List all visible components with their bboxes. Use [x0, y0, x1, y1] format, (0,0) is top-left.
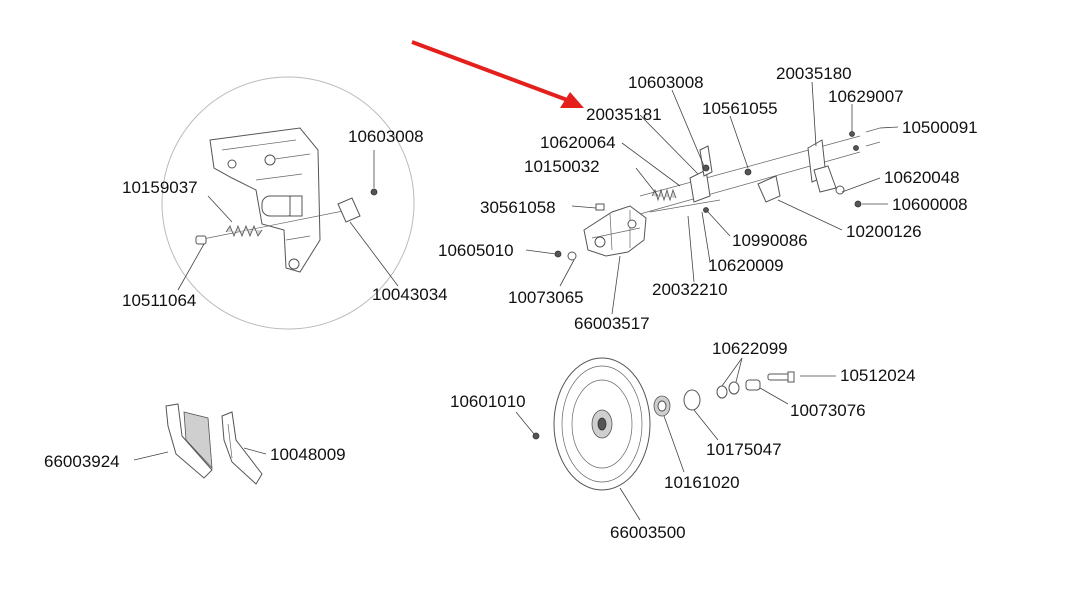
label-10620064: 10620064 [540, 133, 616, 152]
label-10603008-inset: 10603008 [348, 127, 424, 146]
label-10600008: 10600008 [892, 195, 968, 214]
label-66003500: 66003500 [610, 523, 686, 542]
shank-parts [165, 403, 263, 485]
label-20032210: 20032210 [652, 280, 728, 299]
main-spring [651, 188, 677, 202]
label-66003517: 66003517 [574, 314, 650, 333]
wheel-assembly [532, 357, 795, 491]
part-labels: 10603008 20035180 10629007 20035181 1056… [44, 64, 978, 542]
label-10048009: 10048009 [270, 445, 346, 464]
red-arrow-head-icon [560, 92, 584, 108]
label-10629007: 10629007 [828, 87, 904, 106]
label-66003924: 66003924 [44, 452, 120, 471]
label-10073076: 10073076 [790, 401, 866, 420]
label-10601010: 10601010 [450, 392, 526, 411]
label-10622099: 10622099 [712, 339, 788, 358]
label-20035180: 20035180 [776, 64, 852, 83]
red-arrow-icon [411, 40, 580, 106]
shank-66003924 [165, 403, 213, 479]
label-10620009: 10620009 [708, 256, 784, 275]
label-10620048: 10620048 [884, 168, 960, 187]
label-10161020: 10161020 [664, 473, 740, 492]
main-assembly [554, 127, 881, 261]
shank-10048009 [221, 411, 263, 485]
label-10200126: 10200126 [846, 222, 922, 241]
label-10175047: 10175047 [706, 440, 782, 459]
inset-spring [225, 224, 263, 238]
leader-lines [133, 81, 899, 521]
label-10990086: 10990086 [732, 231, 808, 250]
label-10150032: 10150032 [524, 157, 600, 176]
label-10500091: 10500091 [902, 118, 978, 137]
inset-assembly [161, 76, 415, 330]
label-10605010: 10605010 [438, 241, 514, 260]
inset-circle [161, 76, 415, 330]
pivot-plate [757, 175, 781, 203]
main-bracket [583, 205, 647, 257]
label-10073065: 10073065 [508, 288, 584, 307]
spacer-ring [683, 389, 701, 411]
label-20035181: 20035181 [586, 105, 662, 124]
label-30561058: 30561058 [480, 198, 556, 217]
label-10511064: 10511064 [122, 291, 196, 310]
label-10512024: 10512024 [840, 366, 916, 385]
label-10159037: 10159037 [122, 178, 198, 197]
label-10043034: 10043034 [372, 285, 448, 304]
label-10603008-top: 10603008 [628, 73, 704, 92]
label-10561055: 10561055 [702, 99, 778, 118]
